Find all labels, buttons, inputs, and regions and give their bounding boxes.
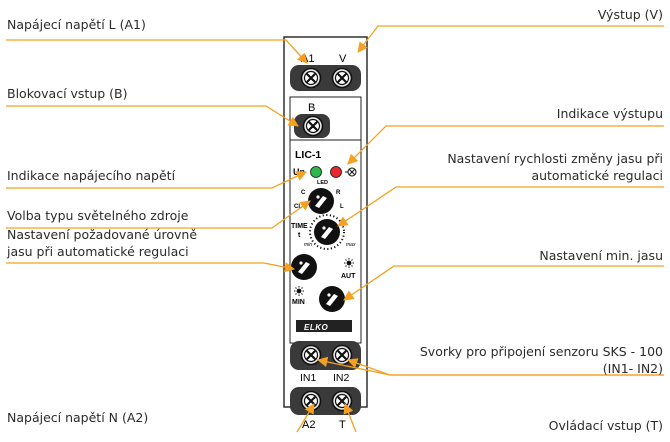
leader-light-source — [6, 200, 311, 229]
label-supply-indication: Indikace napájecího napětí — [7, 168, 176, 183]
label-supply-n: Napájecí napětí N (A2) — [7, 410, 149, 425]
terminal-b-screw[interactable] — [302, 115, 324, 137]
terminal-t-screw[interactable] — [331, 390, 353, 412]
min-brightness-knob[interactable] — [319, 286, 345, 312]
label-speed-setting-line2: automatické regulaci — [531, 168, 663, 183]
terminal-v-label: V — [339, 53, 347, 65]
leader-blocking-input — [6, 105, 299, 127]
lamp-icon — [345, 167, 357, 177]
terminal-a2-label: A2 — [302, 419, 315, 431]
terminal-v-screw[interactable] — [331, 67, 353, 89]
green-led — [310, 166, 322, 178]
label-sensor-terminals-line2: (IN1- IN2) — [602, 361, 663, 376]
terminal-in1-label: IN1 — [300, 372, 317, 384]
selector-r-label: R — [336, 190, 341, 196]
min-sun-icon — [294, 286, 304, 296]
leader-supply-n — [296, 403, 315, 433]
selector-c-label: C — [301, 190, 306, 196]
label-output-indication: Indikace výstupu — [556, 106, 663, 121]
time-max-label: max — [346, 242, 356, 248]
leader-output-v — [357, 25, 664, 53]
terminal-t-label: T — [339, 419, 346, 431]
terminal-b-label: B — [308, 102, 315, 114]
leader-control-input — [343, 403, 357, 433]
leader-supply-indication — [6, 171, 307, 189]
leader-speed-setting — [337, 186, 664, 227]
leader-output-indication — [347, 125, 664, 165]
leader-supply-l — [6, 39, 308, 64]
label-sensor-terminals-line1: Svorky pro připojení senzoru SKS - 100 — [419, 344, 663, 359]
label-blocking-input: Blokovací vstup (B) — [7, 86, 128, 101]
terminal-in2-screw[interactable] — [331, 344, 353, 366]
brand-plate — [296, 320, 352, 332]
leader-lines — [6, 25, 664, 433]
label-control-input: Ovládací vstup (T) — [548, 418, 663, 433]
selector-led-label: LED — [317, 180, 328, 186]
terminal-a2-screw[interactable] — [300, 390, 322, 412]
aut-sun-icon — [344, 258, 354, 268]
aut-label: AUT — [341, 273, 356, 280]
terminal-in2-label: IN2 — [333, 372, 350, 384]
light-source-selector-knob[interactable] — [308, 188, 334, 214]
selector-cl-label: CL — [294, 204, 302, 210]
terminal-a1-screw[interactable] — [300, 67, 322, 89]
min-label: MIN — [292, 299, 305, 306]
label-speed-setting-line1: Nastavení rychlosti změny jasu při — [447, 151, 663, 166]
label-output-v: Výstup (V) — [597, 7, 663, 22]
label-brightness-line1: Nastavení požadované úrovně — [7, 227, 198, 242]
red-led — [330, 166, 342, 178]
terminal-in1-screw[interactable] — [300, 344, 322, 366]
label-supply-l: Napájecí napětí L (A1) — [7, 17, 146, 32]
model-name: LIC-1 — [295, 149, 321, 161]
time-min-label: min — [304, 242, 312, 248]
leader-brightness — [6, 262, 296, 273]
brand-label: ELKO — [304, 323, 329, 332]
selector-l-label: L — [340, 204, 344, 210]
label-light-source-type: Volba typu světelného zdroje — [7, 208, 189, 223]
time-t-label: t — [298, 232, 301, 239]
time-label: TIME — [291, 223, 308, 230]
brightness-knob[interactable] — [291, 254, 317, 280]
time-knob[interactable] — [314, 219, 340, 245]
label-min-brightness: Nastavení min. jasu — [539, 248, 663, 263]
leader-sensor-in2 — [347, 358, 664, 376]
label-brightness-line2: jasu při automatické regulaci — [7, 244, 189, 259]
leader-min-brightness — [343, 265, 664, 301]
